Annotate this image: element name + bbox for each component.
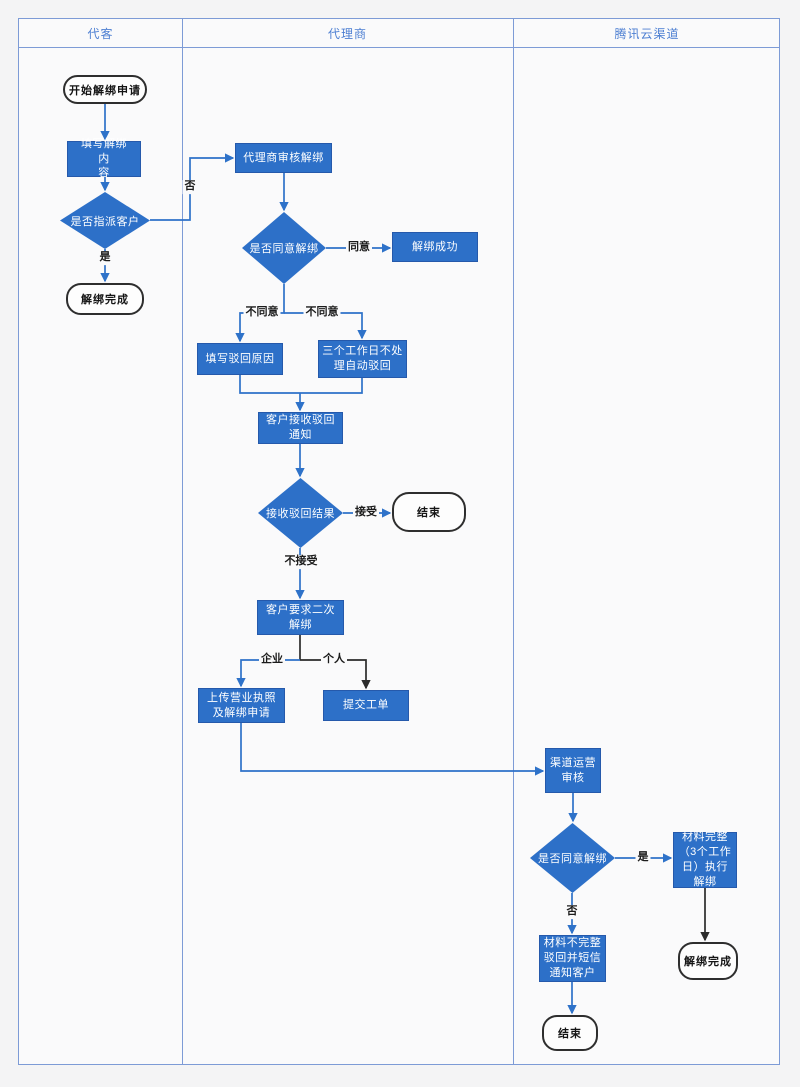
edge-label-yes-2: 是 — [635, 851, 651, 865]
node-upload-license: 上传营业执照 及解绑申请 — [198, 688, 285, 723]
edge-label-no-1: 否 — [182, 180, 198, 194]
node-start-terminator: 开始解绑申请 — [63, 75, 147, 104]
lane-divider-1 — [182, 19, 183, 1064]
node-label: 解绑成功 — [412, 240, 458, 253]
lane-title-text: 代客 — [87, 27, 114, 41]
edge-label-no-2: 否 — [564, 905, 580, 919]
node-channel-operation-review: 渠道运营 审核 — [545, 748, 601, 793]
node-material-complete-execute: 材料完整 （3个工作 日）执行 解绑 — [673, 831, 737, 888]
node-label: 接收驳回结果 — [266, 508, 335, 520]
node-label: 上传营业执照 及解绑申请 — [207, 691, 276, 719]
node-unbind-success: 解绑成功 — [392, 232, 478, 262]
edge-label-enterprise: 企业 — [259, 653, 285, 667]
lane-divider-2 — [513, 19, 514, 1064]
node-agent-review: 代理商审核解绑 — [235, 143, 332, 173]
node-label: 结束 — [417, 507, 441, 519]
edge-label-personal: 个人 — [321, 653, 347, 667]
node-label: 客户接收驳回 通知 — [266, 414, 335, 441]
node-label: 是否指派客户 — [70, 215, 140, 228]
node-label: 提交工单 — [343, 699, 389, 712]
node-second-unbind-request: 客户要求二次 解绑 — [257, 600, 344, 635]
node-label: 客户要求二次 解绑 — [266, 603, 335, 631]
node-label: 渠道运营 审核 — [550, 756, 596, 784]
swimlane-header-row — [19, 19, 779, 48]
lane-title-text: 代理商 — [327, 27, 367, 41]
lane-header-dailishang: 代理商 — [182, 19, 513, 48]
node-label: 三个工作日不处 理自动驳回 — [322, 345, 403, 372]
edge-label-disagree-left: 不同意 — [243, 306, 281, 320]
edge-label-accept: 接受 — [353, 506, 379, 520]
edge-label-disagree-right: 不同意 — [303, 306, 341, 320]
node-label: 材料不完整 驳回并短信 通知客户 — [543, 937, 602, 979]
node-label: 是否同意解绑 — [249, 243, 319, 255]
node-label: 开始解绑申请 — [69, 84, 141, 97]
node-label: 填写解绑内 容 — [81, 137, 127, 180]
node-fill-unbind-content: 填写解绑内 容 — [67, 138, 141, 179]
node-end-terminator-2: 结束 — [542, 1015, 598, 1051]
edge-label-not-accept: 不接受 — [282, 555, 320, 569]
node-unbind-done-terminator-2: 解绑完成 — [678, 942, 738, 980]
node-label: 代理商审核解绑 — [243, 151, 324, 164]
node-auto-reject-three-days: 三个工作日不处 理自动驳回 — [318, 340, 407, 378]
node-end-terminator-1: 结束 — [392, 492, 466, 532]
node-label: 材料完整 （3个工作 日）执行 解绑 — [678, 831, 732, 888]
node-label: 填写驳回原因 — [205, 352, 275, 365]
edge-label-yes-1: 是 — [97, 251, 113, 265]
node-label: 是否同意解绑 — [538, 853, 607, 865]
node-unbind-done-terminator-1: 解绑完成 — [66, 283, 144, 315]
node-label: 解绑完成 — [684, 956, 732, 968]
node-customer-receive-reject-notice: 客户接收驳回 通知 — [258, 412, 343, 444]
node-label: 解绑完成 — [81, 294, 129, 306]
lane-title-text: 腾讯云渠道 — [614, 27, 680, 41]
node-fill-reject-reason: 填写驳回原因 — [197, 343, 283, 375]
node-label: 结束 — [558, 1028, 582, 1040]
lane-header-tencent-channel: 腾讯云渠道 — [513, 19, 781, 48]
node-material-incomplete-reject: 材料不完整 驳回并短信 通知客户 — [539, 935, 606, 982]
swimlane-table: 代客 代理商 腾讯云渠道 — [18, 18, 780, 1065]
lane-header-daike: 代客 — [19, 19, 182, 48]
node-submit-ticket: 提交工单 — [323, 690, 409, 721]
edge-label-agree: 同意 — [346, 241, 372, 255]
